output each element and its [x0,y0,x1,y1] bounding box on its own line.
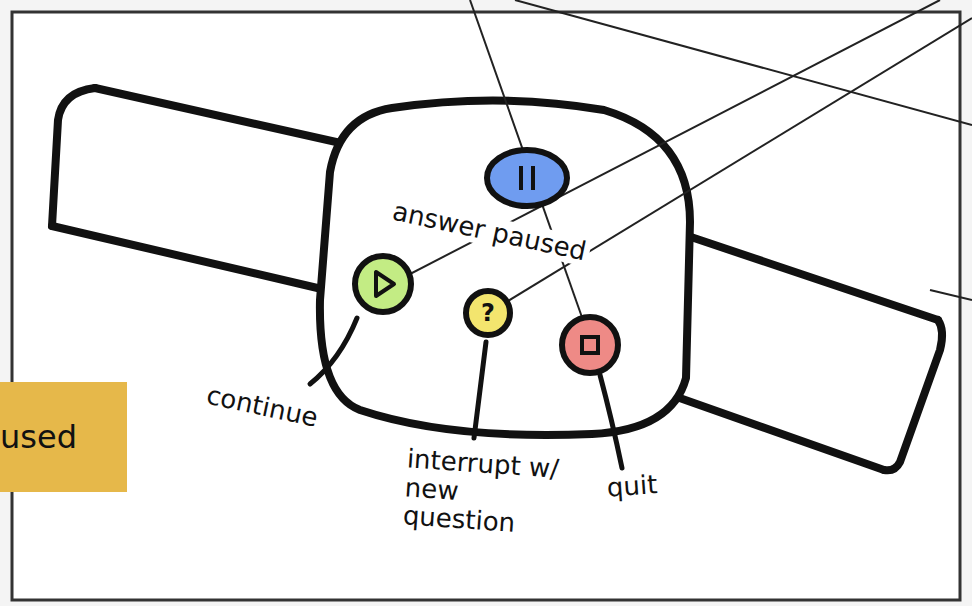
button-label: interrupt w/ new question [398,444,572,541]
stop-symbol [582,337,598,353]
pause-button [487,150,567,206]
strap-edge [52,226,326,290]
strap-end [884,320,942,470]
watch-face [320,100,690,435]
quit-button [562,317,618,373]
strap-edge [688,236,938,320]
strap-end [52,88,95,226]
button-label: quit [602,470,662,503]
play-symbol [376,272,394,296]
leader-line [310,318,357,384]
strap-edge [95,88,372,150]
node-text: ? [481,299,495,327]
sketch-frame [12,12,960,600]
pause-symbol [521,166,533,190]
leader-line [600,375,622,468]
annotation-line [515,0,972,125]
play-button [355,256,411,312]
tag-box: used [0,382,127,492]
annotation-line [930,290,972,300]
leader-line [474,342,486,438]
question-button: ? [463,288,513,338]
annotation-line [383,0,940,288]
node-text: used [0,418,77,456]
